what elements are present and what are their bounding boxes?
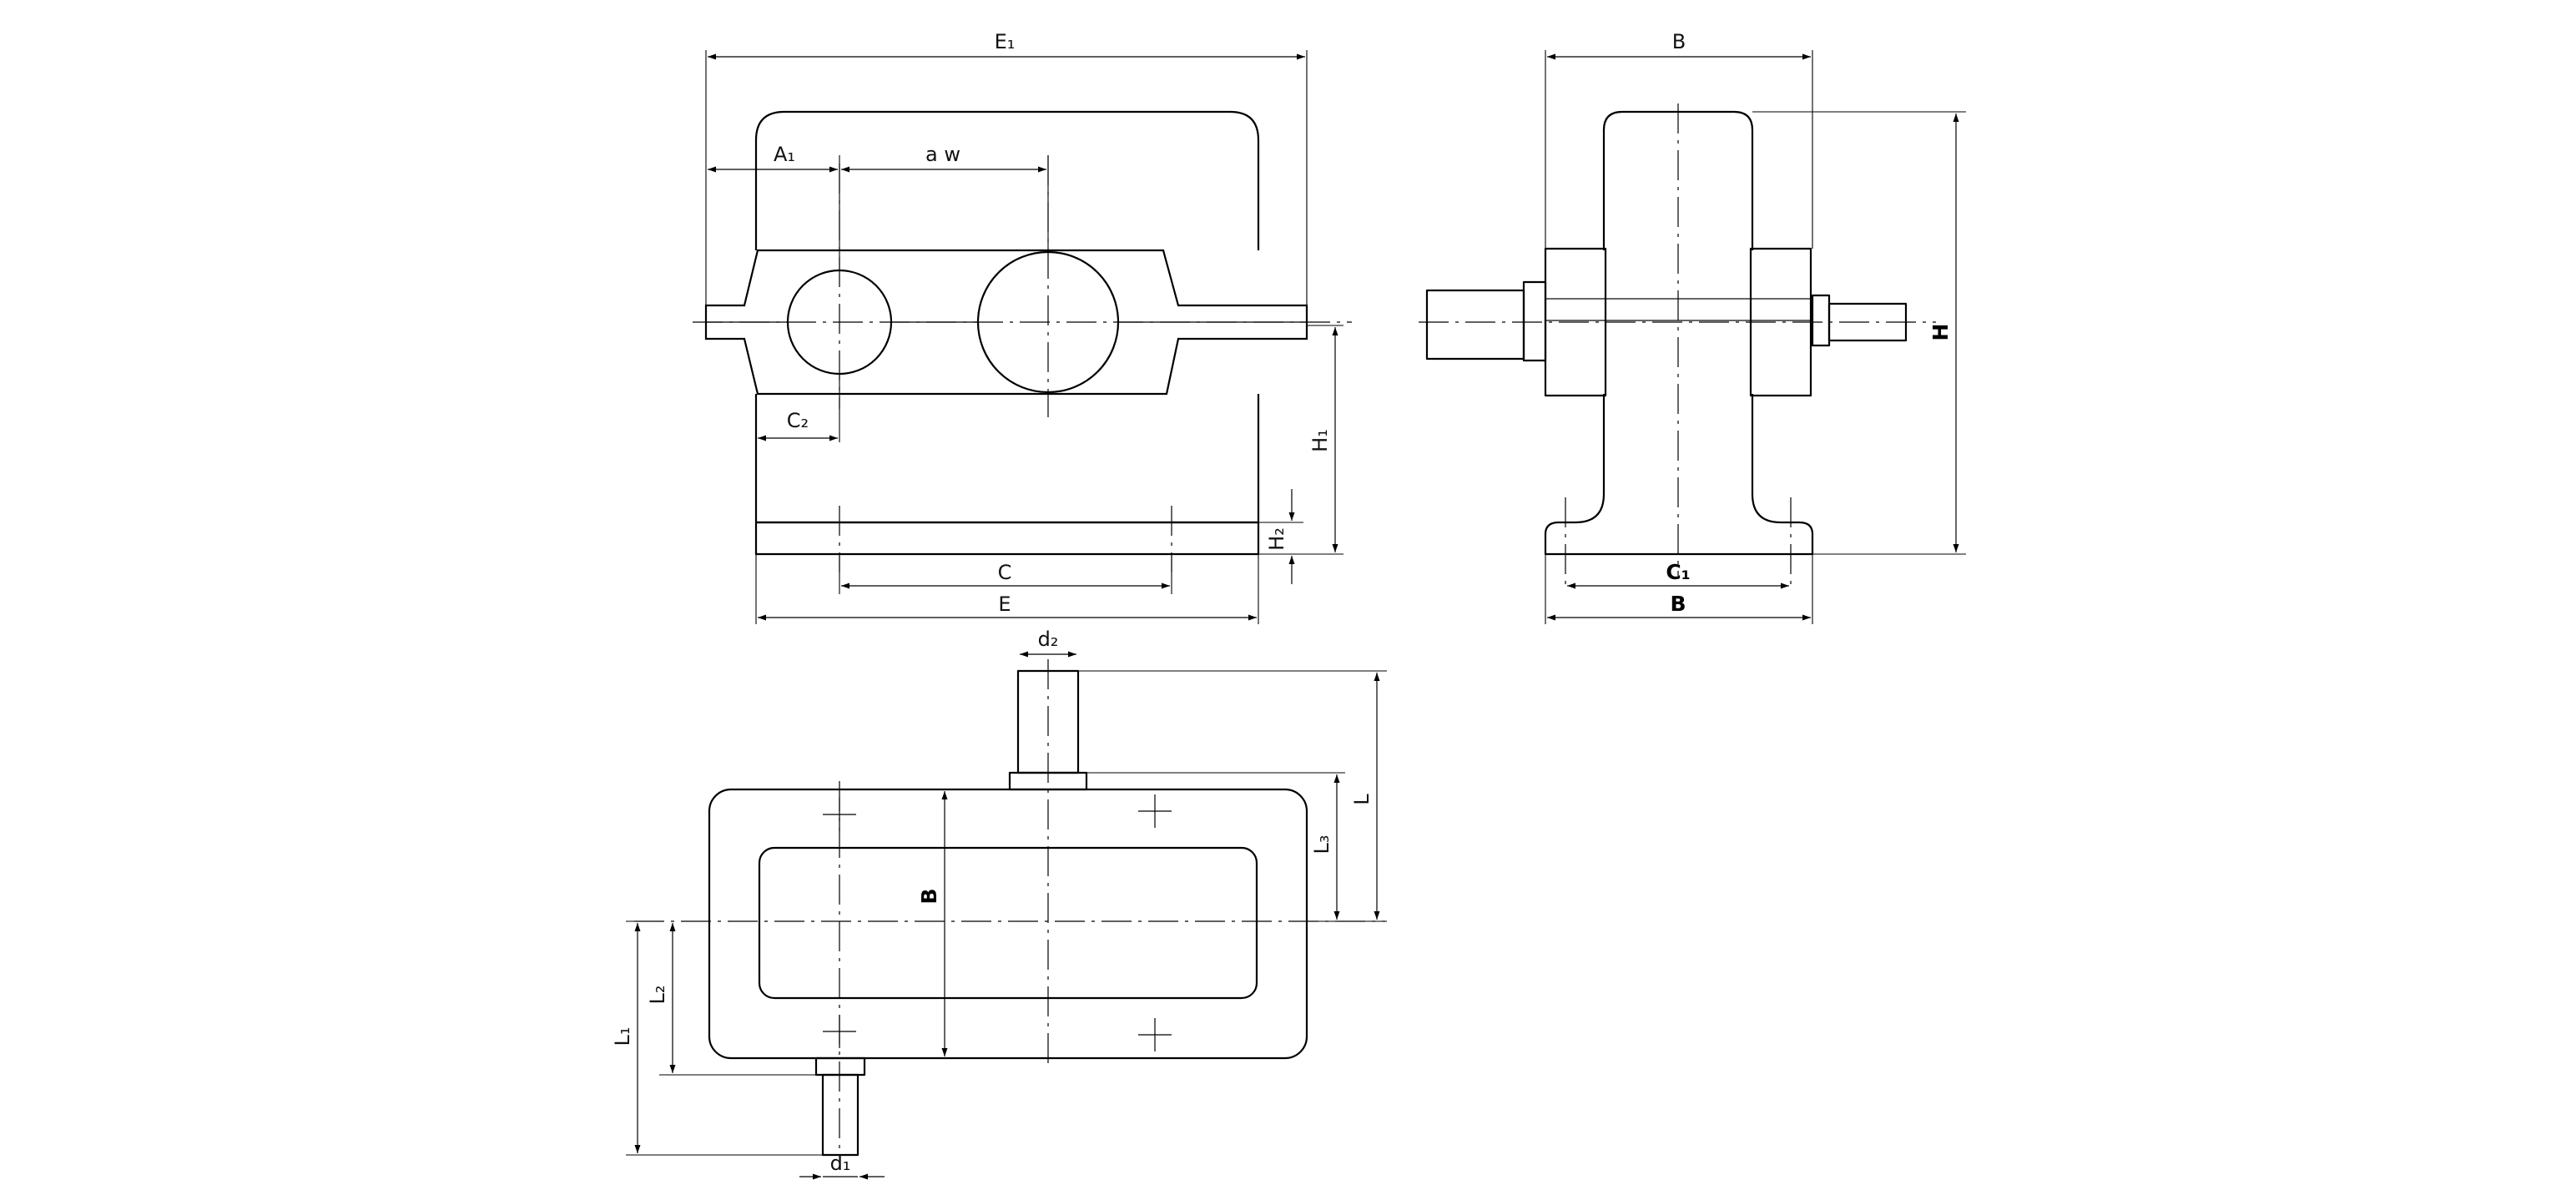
dim-e-label: E <box>998 592 1011 616</box>
dim-d1-label: d₁ <box>830 1152 851 1175</box>
dim-l3-label: L₃ <box>1310 835 1333 855</box>
dim-e1-label: E₁ <box>995 30 1016 53</box>
plan-inner-outline <box>758 846 1258 1000</box>
front-base-foot <box>754 521 1260 556</box>
plan-input-collar <box>814 1056 866 1077</box>
dim-h1-label: H₁ <box>1308 429 1332 452</box>
dim-l1-label: L₁ <box>611 1027 634 1046</box>
front-base-outline <box>754 394 1260 524</box>
dim-c1-label: C₁ <box>1666 560 1690 584</box>
dim-d2-label: d₂ <box>1038 628 1059 651</box>
plan-bolt-marks <box>823 794 1172 1051</box>
front-view: E₁ A₁ a w C₂ C E H₁ H₂ <box>693 30 1352 624</box>
side-shaft-collar-left <box>1522 280 1547 362</box>
side-lower-outline <box>1544 394 1814 556</box>
dim-h2-label: H₂ <box>1265 527 1288 551</box>
dim-b-plan-label: B <box>917 888 941 904</box>
dim-aw-label: a w <box>925 143 960 166</box>
dim-b-top-label: B <box>1672 30 1686 53</box>
plan-outer-outline <box>708 788 1308 1060</box>
dim-a1-label: A₁ <box>774 143 795 166</box>
plan-view: d₂ L L₃ B L₂ L₁ d₁ <box>611 628 1387 1180</box>
dim-h-label: H <box>1928 324 1953 341</box>
side-shaft-through <box>1545 298 1813 321</box>
dim-l-label: L <box>1350 794 1374 805</box>
side-shaft-collar-right <box>1811 294 1831 347</box>
front-cover-outline <box>754 110 1260 250</box>
dim-c2-label: C₂ <box>787 409 809 432</box>
dim-b-side-label: B <box>1670 592 1686 616</box>
plan-input-shaft <box>821 1073 860 1157</box>
dim-c-label: C <box>998 561 1012 584</box>
side-shaft-left <box>1425 289 1525 361</box>
dim-l2-label: L₂ <box>646 986 669 1005</box>
side-view: B H C₁ B <box>1419 30 1966 624</box>
